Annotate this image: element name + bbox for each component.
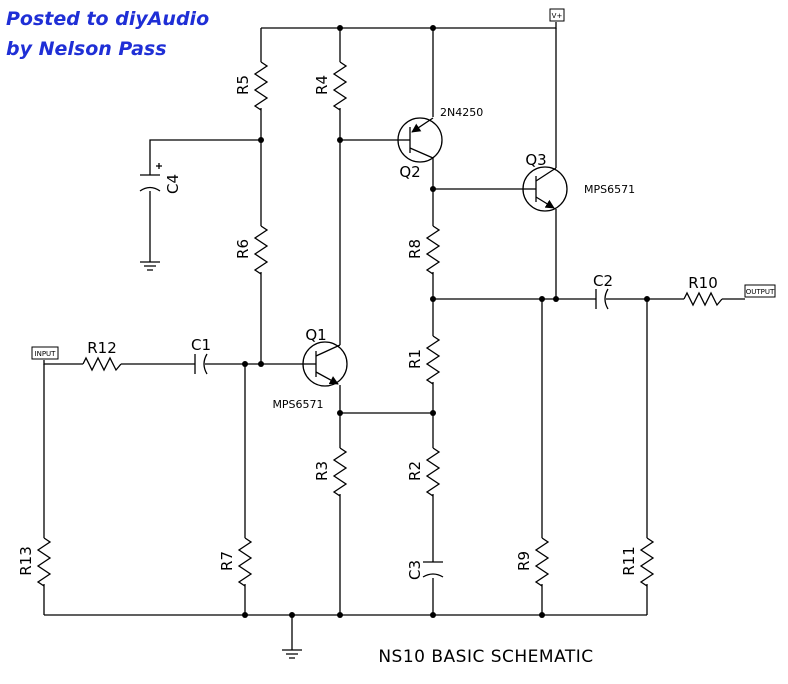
- resistor-symbols: [36, 61, 723, 587]
- port-input: INPUT: [31, 346, 59, 360]
- label-r3: R3: [313, 461, 331, 481]
- label-r9: R9: [515, 551, 533, 571]
- resistor-r4-symbol: [332, 61, 348, 111]
- ground-main-icon: [282, 649, 302, 659]
- capacitor-c1-symbol: [194, 353, 208, 375]
- label-r7: R7: [218, 551, 236, 571]
- port-output: OUTPUT: [744, 284, 776, 298]
- resistor-r3-symbol: [332, 447, 348, 497]
- label-r13: R13: [17, 546, 35, 576]
- label-c3: C3: [406, 560, 424, 580]
- capacitor-c2-symbol: [595, 288, 609, 310]
- ground-symbols: [140, 261, 302, 659]
- transistor-q3-symbol: [522, 166, 568, 212]
- label-c1: C1: [191, 336, 211, 354]
- label-c4: C4: [164, 174, 182, 194]
- resistor-r8-symbol: [425, 225, 441, 275]
- capacitor-c3-symbol: [422, 561, 444, 578]
- resistor-r1-symbol: [425, 335, 441, 385]
- credit-line-1: Posted to diyAudio: [6, 8, 210, 30]
- port-output-label: OUTPUT: [746, 288, 775, 296]
- port-vplus: V+: [549, 8, 565, 22]
- transistor-symbols: [300, 117, 568, 387]
- credit-line-2: by Nelson Pass: [6, 38, 167, 60]
- capacitor-symbols: [139, 163, 609, 578]
- label-q2: Q2: [399, 163, 420, 181]
- part-q3: MPS6571: [584, 183, 635, 196]
- capacitor-c4-symbol: [139, 163, 162, 192]
- component-labels: R5 R4 R6 R8 R1 R3 R2 R13 R7 R9 R11 R12 R…: [17, 75, 718, 667]
- label-q1: Q1: [305, 326, 326, 344]
- junction-dots: [242, 25, 650, 618]
- resistor-r13-symbol: [36, 537, 52, 587]
- port-input-label: INPUT: [35, 350, 57, 358]
- label-r4: R4: [313, 75, 331, 95]
- part-q2: 2N4250: [440, 106, 483, 119]
- resistor-r10-symbol: [683, 291, 723, 307]
- resistor-r5-symbol: [253, 61, 269, 111]
- resistor-r11-symbol: [639, 537, 655, 587]
- label-r12: R12: [87, 339, 117, 357]
- label-r11: R11: [620, 546, 638, 576]
- label-c2: C2: [593, 272, 613, 290]
- wires: [43, 22, 745, 650]
- label-r10: R10: [688, 274, 718, 292]
- resistor-r7-symbol: [237, 537, 253, 587]
- label-r5: R5: [234, 75, 252, 95]
- label-r1: R1: [406, 349, 424, 369]
- label-q3: Q3: [525, 151, 546, 169]
- resistor-r2-symbol: [425, 447, 441, 497]
- resistor-r9-symbol: [534, 537, 550, 587]
- ports: V+ INPUT OUTPUT: [31, 8, 776, 360]
- part-q1: MPS6571: [272, 398, 323, 411]
- label-r6: R6: [234, 239, 252, 259]
- resistor-r12-symbol: [82, 356, 122, 372]
- port-vplus-label: V+: [552, 12, 563, 20]
- transistor-q2-symbol: [397, 117, 443, 163]
- resistor-r6-symbol: [253, 225, 269, 275]
- schematic-title: NS10 BASIC SCHEMATIC: [378, 647, 593, 667]
- transistor-q1-symbol: [300, 341, 348, 387]
- label-r8: R8: [406, 239, 424, 259]
- label-r2: R2: [406, 461, 424, 481]
- ground-c4-icon: [140, 261, 160, 271]
